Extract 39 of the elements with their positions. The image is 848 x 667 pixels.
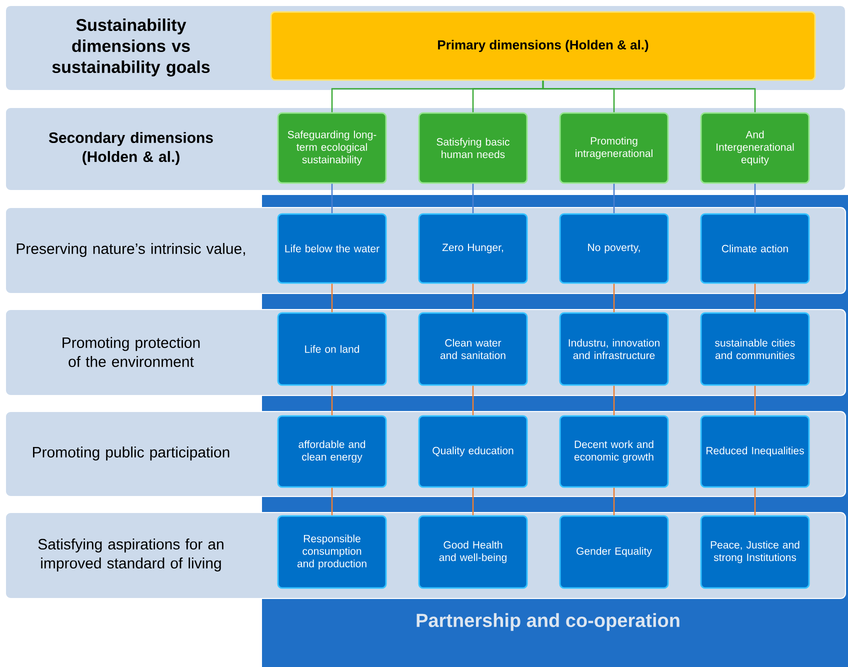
goal-box: Good Health and well-being: [418, 515, 528, 589]
goal-box: Gender Equality: [559, 515, 669, 589]
connector-line: [613, 284, 615, 312]
goal-box: Peace, Justice and strong Institutions: [700, 515, 810, 589]
connector-line: [472, 284, 474, 312]
goal-box: Satisfying basic human needs: [418, 112, 528, 184]
goal-box: affordable and clean energy: [277, 415, 387, 488]
goal-box: Zero Hunger,: [418, 213, 528, 284]
header-box: Primary dimensions (Holden & al.): [270, 11, 816, 81]
goal-box: Clean water and sanitation: [418, 312, 528, 386]
connector-line: [613, 488, 615, 516]
connector-line: [754, 488, 756, 516]
goal-box: Safeguarding long-term ecological sustainability: [277, 112, 387, 184]
goal-box: Reduced Inequalities: [700, 415, 810, 488]
connector-line: [472, 184, 474, 214]
connector-line: [613, 184, 615, 214]
connector-line: [472, 386, 474, 416]
connector-line: [331, 386, 333, 416]
goal-box: sustainable cities and communities: [700, 312, 810, 386]
connector-line: [754, 184, 756, 214]
connector-line: [331, 284, 333, 312]
goal-box: Industru, innovation and infrastructure: [559, 312, 669, 386]
connector-line: [472, 488, 474, 516]
goal-box: Responsible consumption and production: [277, 515, 387, 589]
connector-line: [331, 488, 333, 516]
goal-box: Climate action: [700, 213, 810, 284]
connector-line: [754, 386, 756, 416]
goal-box: Promoting intragenerational: [559, 112, 669, 184]
connector-line: [331, 184, 333, 214]
goal-box: Life below the water: [277, 213, 387, 284]
goal-box: Decent work and economic growth: [559, 415, 669, 488]
goal-box: Quality education: [418, 415, 528, 488]
goal-box: No poverty,: [559, 213, 669, 284]
connector-line: [542, 80, 756, 112]
connector-line: [754, 284, 756, 312]
connector-line: [613, 386, 615, 416]
goal-box: And Intergenerational equity: [700, 112, 810, 184]
panel-caption: Partnership and co-operation: [416, 613, 680, 631]
goal-box: Life on land: [277, 312, 387, 386]
